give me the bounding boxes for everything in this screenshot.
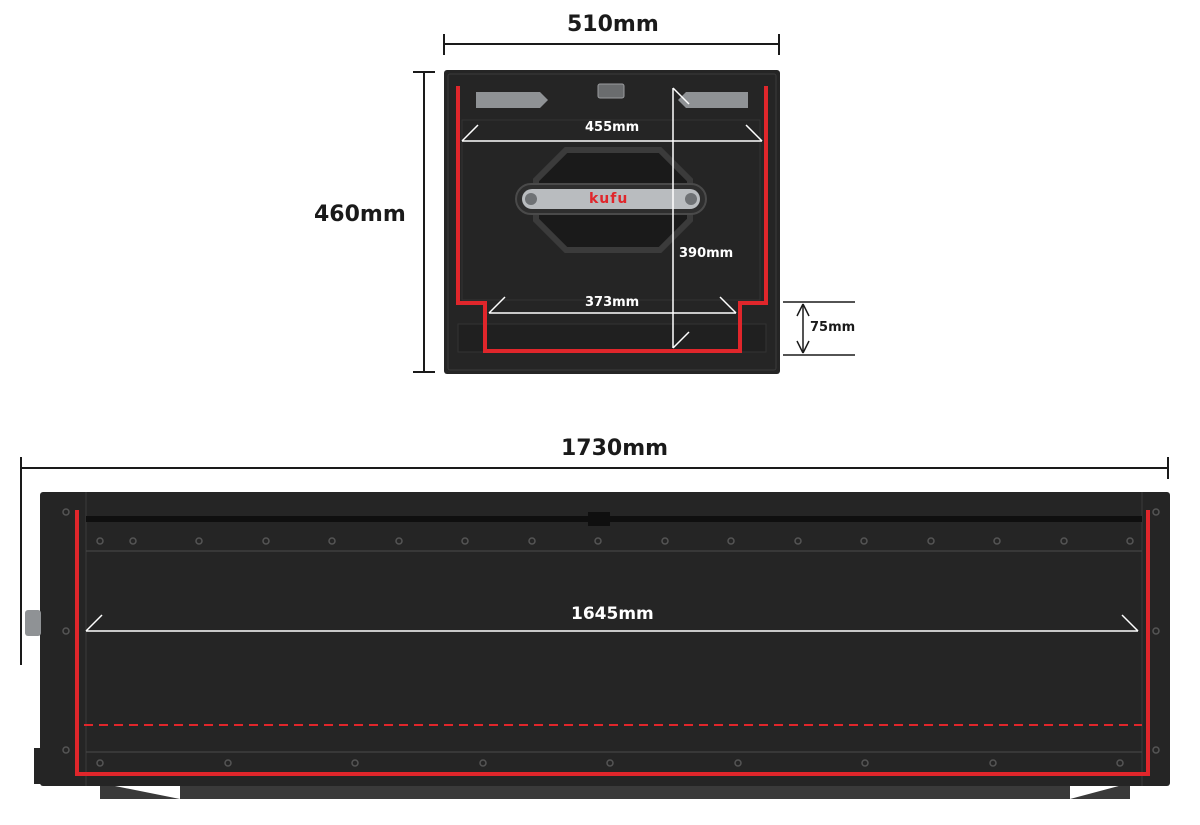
side-view <box>20 457 1170 799</box>
front-reflector-left <box>476 92 548 108</box>
side-top-seam <box>86 516 1142 522</box>
front-step-height-dimension-line <box>783 301 855 356</box>
front-inner-depth-label: 390mm <box>679 246 734 261</box>
side-length-dimension-line <box>20 457 1169 665</box>
front-width-dimension-line <box>443 34 780 55</box>
front-height-label: 460mm <box>314 202 406 227</box>
side-rivets <box>62 508 1160 767</box>
brand-logo: kufu <box>589 191 629 207</box>
front-inner-depth-line <box>672 87 690 349</box>
side-tread <box>100 783 1130 799</box>
side-inner-outline <box>75 510 1150 776</box>
front-reflector-right <box>678 92 748 108</box>
front-step-height-label: 75mm <box>810 320 856 335</box>
front-inner-top-width-label: 455mm <box>585 120 640 135</box>
side-box-body <box>40 492 1170 786</box>
side-inner-length-line <box>85 614 1139 632</box>
side-inner-length-label: 1645mm <box>571 604 654 624</box>
side-length-label: 1730mm <box>561 436 669 461</box>
front-inner-outline <box>456 86 768 353</box>
front-inner-bottom-width-line <box>488 296 737 314</box>
front-width-label: 510mm <box>567 12 659 37</box>
side-end-handle <box>25 610 41 636</box>
front-height-dimension-line <box>413 71 435 373</box>
front-inner-top-width-line <box>461 124 763 142</box>
front-view <box>413 34 855 374</box>
front-latch <box>597 83 625 99</box>
front-inner-bottom-width-label: 373mm <box>585 295 640 310</box>
